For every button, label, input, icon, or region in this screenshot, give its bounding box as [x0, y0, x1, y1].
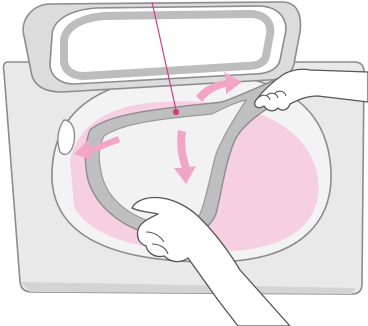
filter-frame-left: [58, 120, 75, 154]
